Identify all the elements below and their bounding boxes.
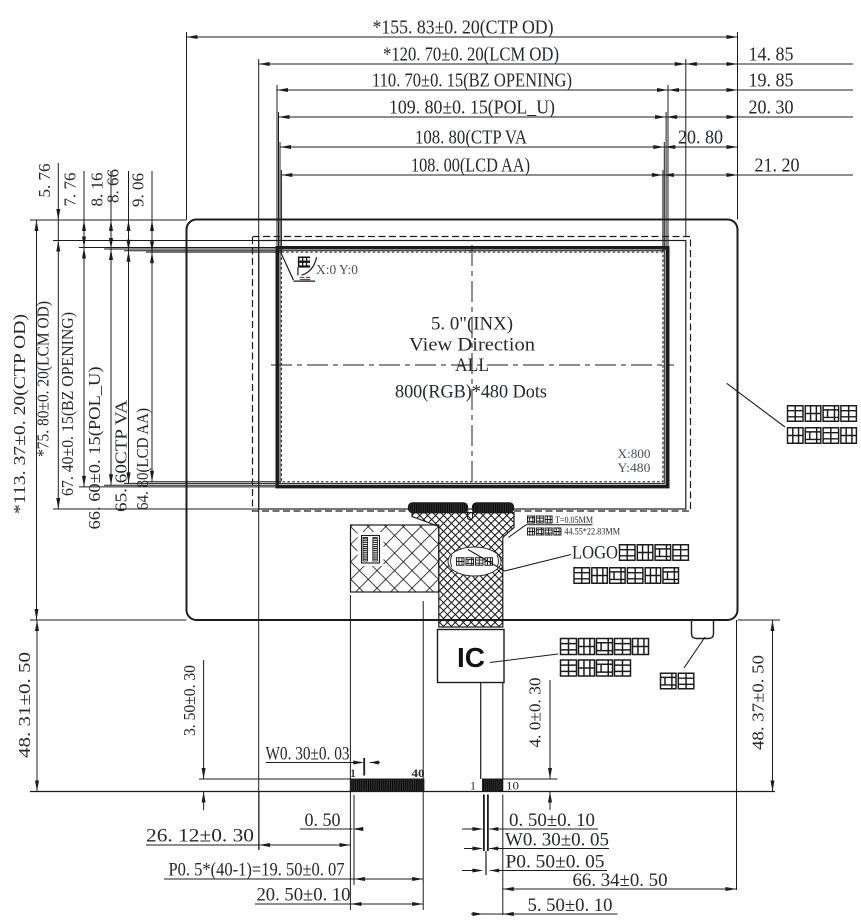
svg-text:8. 16: 8. 16 bbox=[88, 173, 107, 207]
svg-text:20. 80: 20. 80 bbox=[678, 128, 723, 149]
svg-text:48. 31±0. 50: 48. 31±0. 50 bbox=[15, 652, 34, 758]
svg-text:P0. 5*(40-1)=19. 50±0. 07: P0. 5*(40-1)=19. 50±0. 07 bbox=[169, 860, 345, 881]
svg-text:5. 76: 5. 76 bbox=[35, 164, 54, 198]
svg-text:P0. 50±0. 05: P0. 50±0. 05 bbox=[506, 852, 605, 873]
svg-text:26. 12±0. 30: 26. 12±0. 30 bbox=[146, 826, 254, 847]
svg-text:Y:480: Y:480 bbox=[618, 460, 651, 475]
svg-text:*113. 37±0. 20(CTP OD): *113. 37±0. 20(CTP OD) bbox=[10, 314, 29, 514]
svg-text:8. 66: 8. 66 bbox=[104, 169, 123, 203]
svg-text:800(RGB)*480 Dots: 800(RGB)*480 Dots bbox=[395, 382, 547, 403]
svg-text:48. 37±0. 50: 48. 37±0. 50 bbox=[749, 655, 768, 750]
svg-text:66. 60±0. 15(POL_U): 66. 60±0. 15(POL_U) bbox=[85, 367, 104, 530]
svg-text:1: 1 bbox=[470, 779, 476, 793]
svg-text:10: 10 bbox=[506, 779, 519, 793]
svg-text:65. 60CTP VA: 65. 60CTP VA bbox=[112, 399, 131, 512]
svg-text:19. 85: 19. 85 bbox=[749, 71, 794, 92]
svg-text:1: 1 bbox=[351, 766, 356, 780]
svg-text:66. 34±0. 50: 66. 34±0. 50 bbox=[573, 870, 668, 891]
svg-text:7. 76: 7. 76 bbox=[61, 173, 80, 207]
svg-text:3. 50±0. 30: 3. 50±0. 30 bbox=[180, 665, 199, 736]
svg-text:*120. 70±0. 20(LCM OD): *120. 70±0. 20(LCM OD) bbox=[383, 45, 559, 66]
svg-text:View Direction: View Direction bbox=[409, 334, 536, 355]
svg-text:4. 0±0. 30: 4. 0±0. 30 bbox=[526, 678, 545, 748]
svg-text:IC: IC bbox=[457, 642, 485, 673]
svg-text:40: 40 bbox=[412, 766, 425, 780]
svg-text:X:800: X:800 bbox=[618, 446, 651, 461]
svg-text:0. 50: 0. 50 bbox=[305, 810, 341, 831]
svg-text:W0. 30±0. 03: W0. 30±0. 03 bbox=[266, 744, 350, 765]
svg-text:5. 50±0. 10: 5. 50±0. 10 bbox=[528, 895, 613, 916]
svg-text:W0. 30±0. 05: W0. 30±0. 05 bbox=[505, 830, 609, 851]
svg-text:9. 06: 9. 06 bbox=[129, 173, 148, 207]
svg-text:67. 40±0. 15(BZ OPENING): 67. 40±0. 15(BZ OPENING) bbox=[58, 312, 77, 496]
svg-text:21. 20: 21. 20 bbox=[755, 156, 800, 177]
svg-text:108. 80(CTP VA: 108. 80(CTP VA bbox=[415, 128, 527, 149]
svg-text:T=0.05MM: T=0.05MM bbox=[555, 515, 593, 525]
svg-text:64. 80(LCD AA): 64. 80(LCD AA) bbox=[133, 408, 152, 510]
svg-text:*75. 80±0. 20(LCM OD): *75. 80±0. 20(LCM OD) bbox=[34, 301, 53, 457]
svg-text:LOGO: LOGO bbox=[572, 543, 618, 564]
svg-text:*155. 83±0. 20(CTP OD): *155. 83±0. 20(CTP OD) bbox=[373, 18, 554, 39]
svg-text:20. 50±0. 10: 20. 50±0. 10 bbox=[257, 885, 351, 906]
svg-text:5. 0"(INX): 5. 0"(INX) bbox=[431, 314, 513, 335]
svg-text:109. 80±0. 15(POL_U): 109. 80±0. 15(POL_U) bbox=[389, 98, 555, 119]
svg-text:108. 00(LCD AA): 108. 00(LCD AA) bbox=[411, 156, 530, 177]
svg-text:: 44.55*22.83MM: : 44.55*22.83MM bbox=[560, 527, 620, 537]
svg-text:X:0 Y:0: X:0 Y:0 bbox=[316, 262, 358, 277]
svg-text:0. 50±0. 10: 0. 50±0. 10 bbox=[509, 810, 595, 831]
svg-text:14. 85: 14. 85 bbox=[749, 45, 794, 66]
svg-text:ALL: ALL bbox=[455, 355, 489, 376]
svg-text:110. 70±0. 15(BZ OPENING): 110. 70±0. 15(BZ OPENING) bbox=[372, 71, 572, 92]
svg-text:20. 30: 20. 30 bbox=[749, 98, 794, 119]
